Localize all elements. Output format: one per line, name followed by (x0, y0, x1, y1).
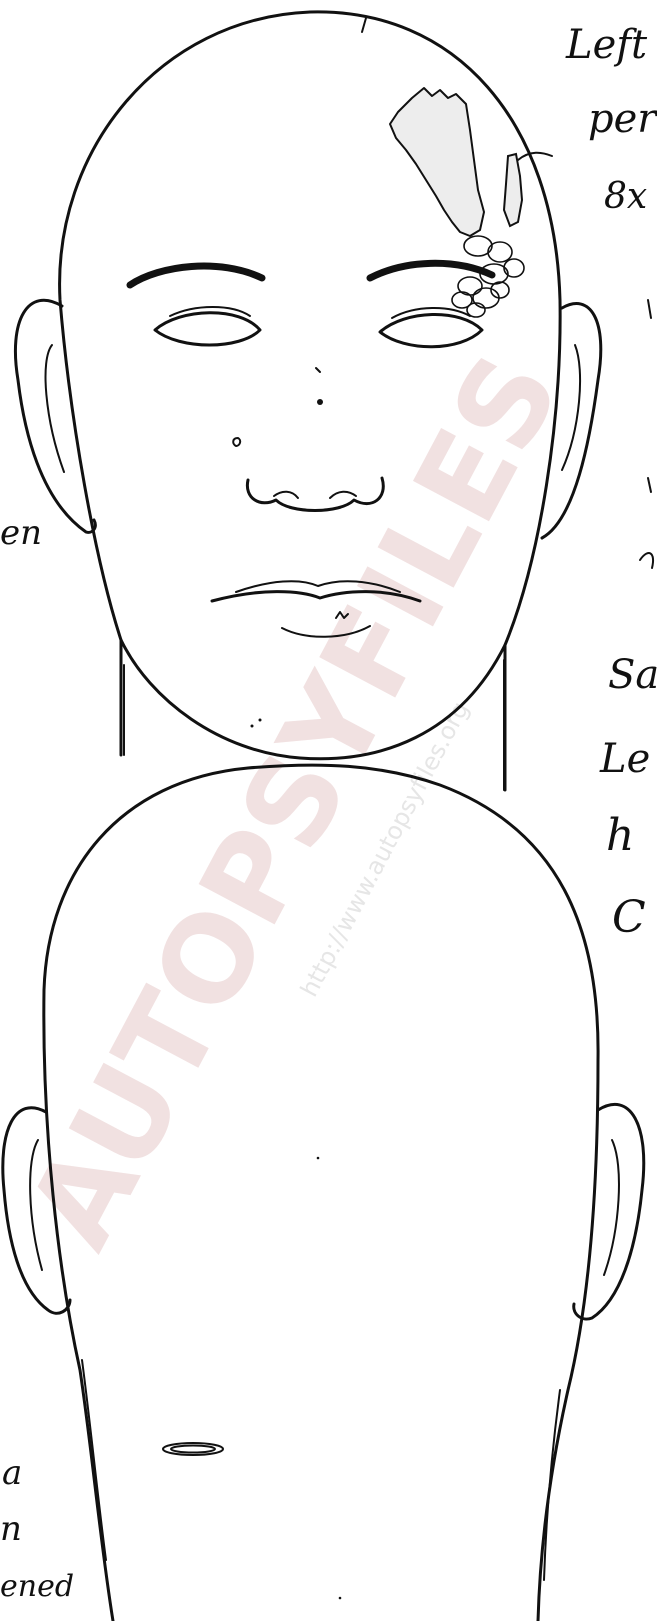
nose-bridge-mark (316, 368, 320, 372)
note-right-c: C (612, 892, 646, 943)
note-bottom-left-2: n (0, 1509, 22, 1549)
note-right-le: Le (599, 736, 650, 782)
note-top-right-line3: 8x (604, 176, 647, 217)
note-fragment-stroke (640, 553, 653, 568)
forehead-tick (362, 18, 366, 32)
note-bottom-left-1: a (2, 1453, 22, 1493)
watermark-brand: AUTOPSYFILES (1, 333, 586, 1269)
watermark: AUTOPSYFILES http://www.autopsyfiles.org (1, 333, 628, 1291)
note-left-en: en (0, 513, 42, 553)
nose-nostril-right (330, 492, 356, 498)
jaw-dot-1 (259, 719, 262, 722)
front-left-ear (15, 300, 95, 532)
note-dash-2 (648, 478, 651, 492)
note-right-h: h (606, 810, 634, 861)
left-eyebrow (130, 266, 262, 285)
nose-base (247, 478, 383, 511)
note-right-sa: Sa (608, 652, 657, 698)
back-neck-right (544, 1390, 560, 1580)
note-dash-1 (648, 300, 651, 318)
note-top-right-line2: per (588, 96, 657, 142)
note-bottom-left-3: ened (0, 1569, 74, 1604)
left-eye (155, 313, 260, 345)
injury-abrasion-small (504, 154, 522, 226)
right-eyebrow (370, 263, 492, 278)
back-neck-mark (163, 1443, 223, 1455)
nose-nostril-left (274, 492, 298, 498)
back-right-ear-inner (604, 1140, 619, 1275)
back-right-ear (574, 1104, 644, 1319)
back-neck-left (82, 1360, 106, 1560)
jaw-dot-2 (251, 725, 254, 728)
injury-pointer-line (518, 153, 552, 160)
forehead-injury-annotation (390, 88, 552, 317)
front-left-ear-inner (46, 345, 64, 472)
back-dot-2 (339, 1597, 342, 1600)
back-dot-1 (317, 1157, 320, 1160)
nose-dot (317, 399, 323, 405)
injury-abrasion (390, 88, 484, 236)
note-top-right-line1: Left f (565, 22, 657, 68)
cheek-mark (233, 438, 240, 446)
